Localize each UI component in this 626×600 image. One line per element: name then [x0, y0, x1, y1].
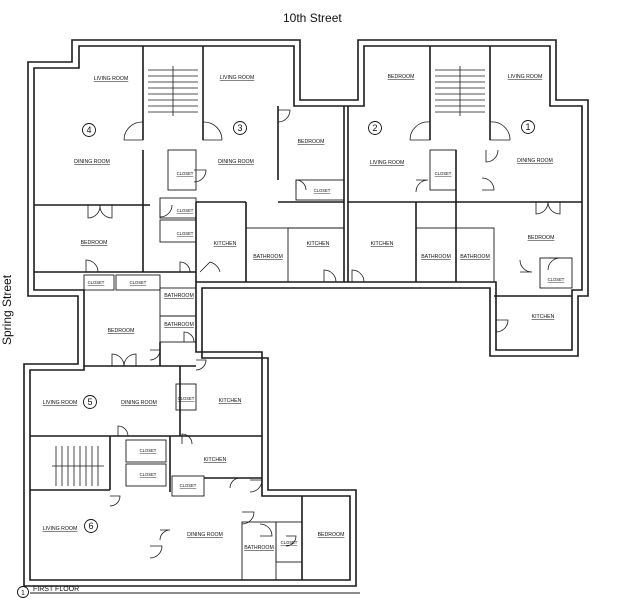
unit-6-marker: 6 [84, 519, 98, 533]
room-label: DINING ROOM [187, 532, 223, 538]
room-label: LIVING ROOM [370, 160, 405, 166]
room-label: KITCHEN [532, 314, 555, 320]
closet-label: CLOSET [130, 280, 147, 285]
room-label: LIVING ROOM [43, 526, 78, 532]
unit-3-marker: 3 [233, 121, 247, 135]
north-street-label: 10th Street [283, 11, 342, 25]
room-label: BEDROOM [81, 240, 108, 246]
room-label: KITCHEN [219, 398, 242, 404]
room-label: BATHROOM [244, 545, 274, 551]
staircase-unit-4-3 [148, 66, 198, 116]
staircase-unit-5-6 [52, 446, 104, 486]
west-street-label: Spring Street [0, 274, 14, 345]
room-label: DINING ROOM [218, 159, 254, 165]
closet-label: CLOSET [281, 540, 298, 545]
title-label: FIRST FLOOR [33, 586, 79, 593]
closet-label: CLOSET [178, 396, 195, 401]
room-label: BEDROOM [108, 328, 135, 334]
closet-label: CLOSET [435, 171, 452, 176]
title-number: 1 [21, 590, 25, 597]
room-label: BATHROOM [253, 254, 283, 260]
room-label: BATHROOM [421, 254, 451, 260]
room-label: BEDROOM [388, 74, 415, 80]
interior-walls [30, 46, 582, 581]
closet-label: CLOSET [548, 277, 565, 282]
closet-label: CLOSET [314, 188, 331, 193]
room-label: BATHROOM [460, 254, 490, 260]
drawing-title: 1 FIRST FLOOR [17, 586, 360, 598]
exterior-walls [23, 39, 589, 587]
doors [85, 109, 561, 559]
unit-1-marker: 1 [521, 120, 535, 134]
room-label: KITCHEN [214, 241, 237, 247]
closet-label: CLOSET [177, 208, 194, 213]
svg-text:5: 5 [87, 397, 92, 407]
svg-text:3: 3 [237, 123, 242, 133]
unit-2-marker: 2 [368, 121, 382, 135]
room-label: LIVING ROOM [220, 75, 255, 81]
closet-label: CLOSET [177, 231, 194, 236]
room-label: LIVING ROOM [94, 76, 129, 82]
room-label: DINING ROOM [517, 158, 553, 164]
unit-4-marker: 4 [82, 123, 96, 137]
room-label: DINING ROOM [74, 159, 110, 165]
room-label: BEDROOM [318, 532, 345, 538]
room-label: BATHROOM [164, 293, 194, 299]
room-labels: LIVING ROOM DINING ROOM BEDROOM CLOSET C… [43, 74, 565, 551]
room-label: LIVING ROOM [508, 74, 543, 80]
closet-label: CLOSET [140, 472, 157, 477]
closet-label: CLOSET [140, 448, 157, 453]
svg-text:2: 2 [372, 123, 377, 133]
closet-label: CLOSET [180, 483, 197, 488]
closet-label: CLOSET [177, 171, 194, 176]
room-label: KITCHEN [371, 241, 394, 247]
room-label: KITCHEN [307, 241, 330, 247]
svg-text:4: 4 [86, 125, 91, 135]
svg-text:1: 1 [525, 122, 530, 132]
svg-text:6: 6 [88, 521, 93, 531]
unit-5-marker: 5 [83, 395, 97, 409]
room-label: LIVING ROOM [43, 400, 78, 406]
staircase-unit-2-1 [435, 66, 485, 116]
room-label: BATHROOM [164, 322, 194, 328]
room-label: BEDROOM [528, 235, 555, 241]
room-label: KITCHEN [204, 457, 227, 463]
closet-label: CLOSET [88, 280, 105, 285]
room-label: DINING ROOM [121, 400, 157, 406]
room-label: BEDROOM [298, 139, 325, 145]
